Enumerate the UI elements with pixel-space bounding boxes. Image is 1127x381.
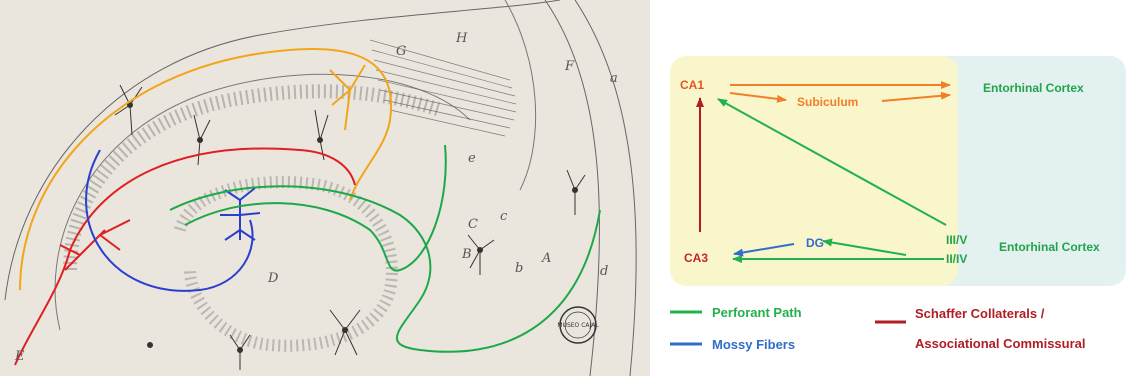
hippocampus-panel bbox=[670, 56, 958, 286]
circuit-canvas: CA1 Subiculum Entorhinal Cortex CA3 DG I… bbox=[660, 0, 1127, 376]
node-entorhinal-cortex-top: Entorhinal Cortex bbox=[983, 81, 1084, 95]
plate-letter-e-lower: e bbox=[468, 151, 476, 166]
node-subiculum: Subiculum bbox=[797, 95, 858, 109]
plate-letter-c-lower: c bbox=[500, 209, 508, 224]
plate-letter-a: A bbox=[541, 251, 551, 266]
plate-letter-e: E bbox=[14, 349, 25, 364]
node-ca1: CA1 bbox=[680, 78, 704, 92]
cajal-hippocampus-drawing: H G F E D C B A a b c d e MUSEO CAJAL bbox=[0, 0, 650, 376]
node-entorhinal-cortex-bottom: Entorhinal Cortex bbox=[999, 240, 1100, 254]
node-layer-ii-iv: II/IV bbox=[946, 252, 967, 266]
plate-letter-b: B bbox=[461, 247, 472, 262]
plate-letter-d: D bbox=[267, 271, 279, 286]
stamp-text: MUSEO CAJAL bbox=[557, 322, 599, 329]
node-dg: DG bbox=[806, 236, 824, 250]
plate-letter-c: C bbox=[468, 217, 478, 232]
plate-letter-b-lower: b bbox=[515, 261, 523, 276]
plate-letter-a-lower: a bbox=[610, 71, 618, 86]
drawing-canvas: H G F E D C B A a b c d e MUSEO CAJAL bbox=[0, 0, 650, 376]
legend-schaffer-line1: Schaffer Collaterals / bbox=[915, 306, 1045, 321]
plate-letter-h: H bbox=[455, 31, 468, 46]
legend-perforant-path: Perforant Path bbox=[712, 305, 802, 320]
legend-schaffer-line2: Associational Commissural bbox=[915, 336, 1086, 351]
hippocampal-circuit-diagram: CA1 Subiculum Entorhinal Cortex CA3 DG I… bbox=[660, 0, 1127, 376]
node-layer-iii-v: III/V bbox=[946, 233, 967, 247]
plate-letter-d-lower: d bbox=[600, 264, 608, 279]
plate-letter-g: G bbox=[396, 44, 406, 59]
legend-mossy-fibers: Mossy Fibers bbox=[712, 337, 795, 352]
plate-letter-f: F bbox=[564, 59, 575, 74]
node-ca3: CA3 bbox=[684, 251, 708, 265]
